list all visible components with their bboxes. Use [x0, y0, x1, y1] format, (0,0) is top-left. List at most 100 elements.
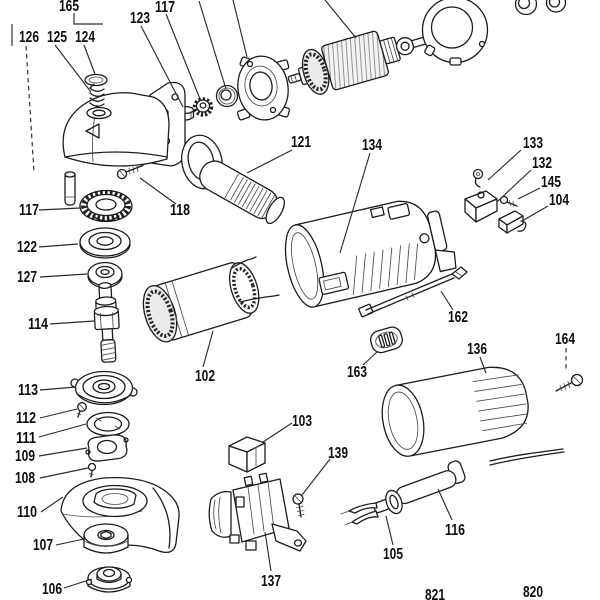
part-label-162: 162: [448, 309, 468, 326]
pin-drawing: [64, 171, 76, 206]
switch-screw-drawing: [292, 493, 305, 518]
part-label-117: 117: [155, 0, 175, 16]
labels-layer: 165 126 125 124 123 117 121 118 117 122 127 114 113 1…: [11, 0, 575, 600]
armature-drawing: [287, 30, 434, 95]
spindle-bearing-drawing: [87, 261, 123, 289]
part-label-134: 134: [362, 137, 382, 154]
leader-line-118: [139, 177, 177, 205]
leader-line-134: [339, 152, 371, 254]
part-label-118: 118: [170, 202, 190, 219]
cap-screw-drawing: [555, 373, 584, 392]
part-label-111: 111: [16, 430, 36, 447]
leader-line-108: [39, 467, 89, 479]
leader-line-116: [437, 488, 453, 521]
leader-line-122: [38, 243, 79, 248]
leader-line-162: [440, 290, 454, 311]
leader-line-137: [264, 531, 272, 572]
cap-seal-drawing: [84, 73, 108, 87]
gear-housing-drawing: [62, 92, 170, 167]
leader-line-109: [38, 447, 88, 457]
part-label-124: 124: [75, 29, 95, 46]
part-label-106: 106: [42, 581, 62, 598]
leader-line-113: [39, 386, 77, 391]
bearing-flange-drawing: [70, 370, 138, 406]
leader-line-163: [362, 351, 378, 366]
leader-line-106: [63, 578, 93, 589]
sleeve-bushing-drawing: [514, 0, 567, 16]
part-label-137: 137: [261, 573, 281, 590]
power-cord-drawing: [340, 448, 565, 526]
cord-protector: [395, 470, 457, 505]
leader-line-110: [40, 496, 64, 513]
leader-line-114: [49, 320, 95, 325]
part-label-107: 107: [33, 537, 53, 554]
leader-line-124: [83, 44, 96, 75]
part-label-164: 164: [555, 331, 575, 348]
leader-line-121: [246, 149, 293, 174]
spacer-washer-drawing: [79, 227, 131, 259]
leader-line-117: [165, 13, 201, 100]
cord-wire: [489, 451, 565, 466]
leader-line-136: [479, 356, 487, 374]
leader-line-133: [487, 149, 522, 181]
leader-line-139: [301, 458, 331, 496]
leader-line-126: [25, 45, 35, 173]
leader-line-125: [54, 44, 92, 93]
part-label-125: 125: [47, 29, 67, 46]
motor-housing-drawing: [284, 200, 457, 308]
part-label-113: 113: [18, 382, 38, 399]
part-label-145: 145: [541, 174, 561, 191]
part-label-116: 116: [445, 522, 465, 539]
part-label-109: 109: [15, 448, 35, 465]
part-label-103: 103: [292, 413, 312, 430]
part-label-117: 117: [19, 202, 39, 219]
clipped-leader-line: [198, 0, 227, 90]
leader-line-105: [385, 515, 394, 546]
leader-line-111: [38, 423, 87, 438]
part-label-122: 122: [17, 239, 37, 256]
clipped-leader-line: [232, 0, 248, 58]
leader-line-104: [521, 205, 549, 222]
part-label-820: 820: [523, 584, 543, 600]
part-label-108: 108: [15, 470, 35, 487]
coil-lead-wire: [231, 256, 257, 269]
part-label-133: 133: [523, 135, 543, 152]
retaining-ring-drawing: [86, 411, 130, 437]
part-label-163: 163: [347, 364, 367, 381]
flange-screw-drawing: [76, 402, 87, 418]
part-label-102: 102: [195, 368, 215, 385]
crown-gear-drawing: [79, 189, 133, 223]
leader-line-165: [73, 13, 103, 25]
field-coil-drawing: [142, 256, 280, 343]
coil-lead-wire: [239, 294, 280, 303]
brush-screw-drawing: [499, 195, 518, 207]
clamp-nut-drawing: [85, 566, 133, 593]
part-label-123: 123: [130, 10, 150, 27]
housing-screw-drawing: [116, 164, 144, 180]
part-label-126: 126: [19, 29, 39, 46]
capacitor-drawing: [228, 436, 266, 473]
spring-drawing: [89, 83, 105, 107]
leader-line-102: [202, 330, 214, 368]
leader-line-132: [496, 169, 532, 203]
part-label-165: 165: [59, 0, 79, 15]
part-label-132: 132: [532, 155, 552, 172]
part-label-105: 105: [383, 546, 403, 563]
clipped-leader-line: [324, 0, 357, 39]
side-handle-drawing: [180, 134, 286, 225]
carbon-brush-drawing: [498, 210, 527, 234]
part-label-127: 127: [17, 269, 37, 286]
part-label-121: 121: [291, 134, 311, 151]
part-label-114: 114: [28, 316, 48, 333]
bearing-flange-plate-drawing: [236, 55, 291, 121]
leader-line-112: [39, 408, 78, 419]
spindle-drawing: [93, 282, 120, 363]
outer-flange-drawing: [83, 523, 129, 554]
wire-prong: [351, 510, 379, 525]
pinion-gear-drawing: [192, 97, 214, 117]
bearing-cover-ring-drawing: [421, 0, 489, 66]
leader-line-127: [39, 273, 88, 278]
part-label-104: 104: [549, 192, 569, 209]
leader-line-103: [262, 422, 293, 443]
